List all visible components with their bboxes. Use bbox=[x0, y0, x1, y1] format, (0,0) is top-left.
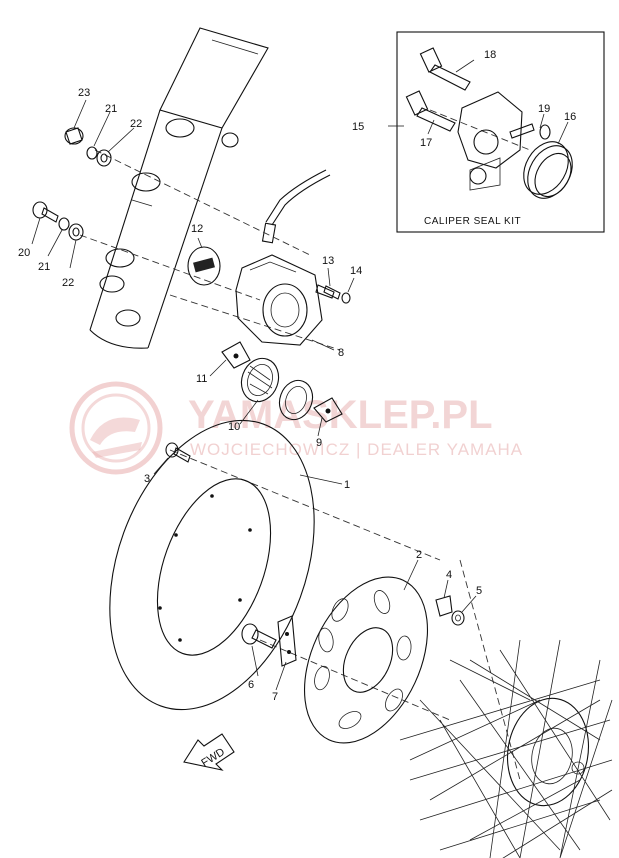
front-wheel bbox=[399, 639, 613, 858]
caliper-assembly-8 bbox=[235, 254, 335, 346]
lock-washer-7 bbox=[277, 615, 297, 667]
callout-4: 4 bbox=[446, 569, 452, 581]
caliper-half-kit bbox=[457, 91, 523, 191]
callout-labels: 23 21 22 20 21 22 12 13 14 8 11 10 9 3 1… bbox=[18, 49, 576, 703]
pad-shim-9 bbox=[313, 397, 343, 423]
callout-23: 23 bbox=[78, 87, 90, 99]
callout-7: 7 bbox=[272, 691, 278, 703]
callout-12: 12 bbox=[191, 223, 203, 235]
callout-11: 11 bbox=[196, 373, 207, 385]
caliper-seal-kit-box: CALIPER SEAL KIT bbox=[396, 31, 605, 233]
mount-hardware-upper bbox=[64, 127, 112, 167]
callout-3: 3 bbox=[144, 473, 150, 485]
nut-5 bbox=[451, 610, 465, 626]
bolt-17 bbox=[405, 90, 456, 132]
bolt-18 bbox=[419, 47, 471, 91]
callout-20: 20 bbox=[18, 247, 30, 259]
callout-16: 16 bbox=[564, 111, 576, 123]
callout-21-lower: 21 bbox=[38, 261, 50, 273]
callout-1: 1 bbox=[344, 479, 350, 491]
callout-17: 17 bbox=[420, 137, 432, 149]
bleed-cap-14 bbox=[341, 292, 351, 304]
callout-9: 9 bbox=[316, 437, 322, 449]
watermark: YAMASKLEP.PL WOJCIECHOWICZ | DEALER YAMA… bbox=[69, 381, 523, 475]
mount-hardware-lower bbox=[32, 201, 84, 241]
bleed-screw-19 bbox=[509, 123, 551, 140]
callout-6: 6 bbox=[248, 679, 254, 691]
callout-14: 14 bbox=[350, 265, 362, 277]
pad-shim-11 bbox=[221, 341, 251, 369]
fork-leg bbox=[89, 27, 269, 349]
watermark-tagline: WOJCIECHOWICZ | DEALER YAMAHA bbox=[190, 440, 523, 459]
callout-22-upper: 22 bbox=[130, 118, 142, 130]
callout-10: 10 bbox=[228, 421, 240, 433]
piston-seals-16 bbox=[523, 141, 573, 199]
callout-21-upper: 21 bbox=[105, 103, 117, 115]
callout-15: 15 bbox=[352, 121, 364, 133]
callout-19: 19 bbox=[538, 103, 550, 115]
watermark-logo bbox=[69, 381, 163, 475]
leader-lines bbox=[31, 59, 569, 691]
brake-pad-10 bbox=[240, 357, 280, 403]
brake-hose bbox=[261, 169, 331, 244]
bolt-6 bbox=[241, 623, 277, 649]
bleed-valve-13 bbox=[323, 285, 341, 300]
callout-18: 18 bbox=[484, 49, 496, 61]
callout-22-lower: 22 bbox=[62, 277, 74, 289]
callout-5: 5 bbox=[476, 585, 482, 597]
cover-plate-12 bbox=[187, 246, 221, 286]
disc-hub-adapter-2 bbox=[303, 576, 429, 744]
fwd-direction-arrow: FWD bbox=[183, 733, 235, 771]
brake-pad-10b bbox=[278, 379, 314, 421]
fwd-label: FWD bbox=[199, 746, 227, 769]
callout-2: 2 bbox=[416, 549, 422, 561]
brake-disc-1 bbox=[109, 419, 315, 711]
lock-tab-4 bbox=[435, 595, 453, 617]
bolt-3 bbox=[165, 442, 191, 463]
callout-8: 8 bbox=[338, 347, 344, 359]
callout-13: 13 bbox=[322, 255, 334, 267]
caliper-seal-kit-label: CALIPER SEAL KIT bbox=[424, 216, 521, 227]
assembly-lines bbox=[79, 109, 531, 781]
